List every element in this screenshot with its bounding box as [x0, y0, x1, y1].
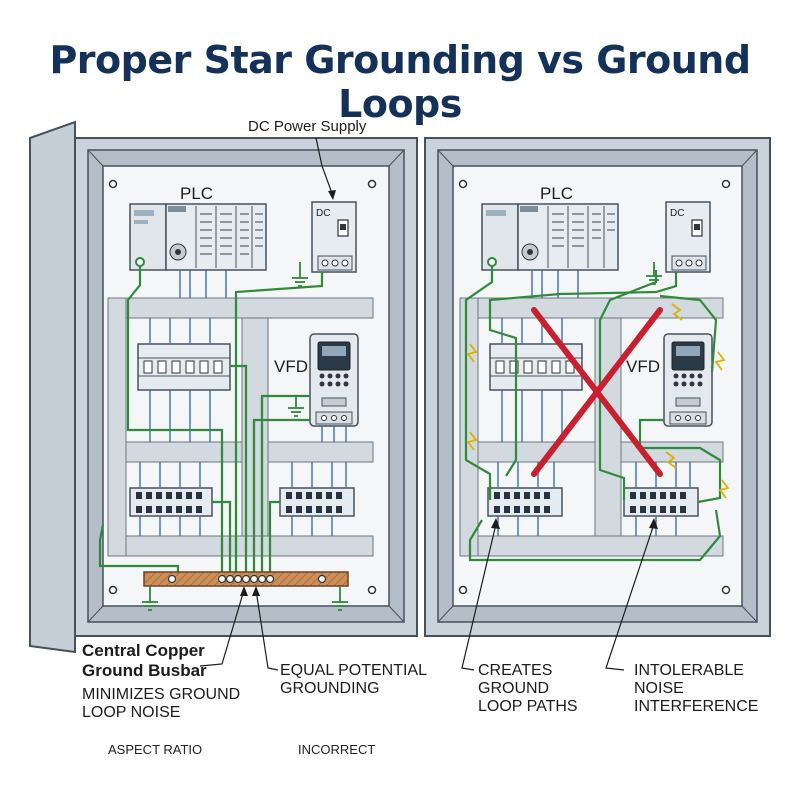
dc-label: DC	[670, 208, 684, 219]
dc-power-supply	[665, 201, 711, 273]
power-supply-label: DC Power Supply	[248, 118, 367, 135]
callout-leaders	[199, 589, 279, 671]
ground-wires-star	[98, 266, 324, 578]
terminal-block	[129, 487, 213, 517]
wire-duct	[124, 297, 374, 319]
callout-leaders	[461, 523, 655, 671]
wire-duct	[124, 535, 374, 557]
ground-symbol	[288, 396, 304, 417]
ground-wires-loops	[464, 266, 722, 562]
cabinet-door	[29, 120, 76, 654]
power-supply-leader	[315, 137, 334, 197]
page-title: Proper Star Grounding vs Ground Loops	[49, 38, 751, 126]
noise-callout-line1: INTOLERABLE	[634, 662, 744, 679]
vfd-label: VFD	[626, 357, 660, 376]
dc-label: DC	[316, 208, 330, 219]
minimizes-callout-line2: LOOP NOISE	[82, 704, 181, 721]
wire-duct	[477, 297, 724, 319]
busbar-callout-line2: Ground Busbar	[82, 661, 207, 680]
footer-incorrect: INCORRECT	[298, 742, 376, 757]
plc-label: PLC	[180, 184, 213, 203]
creates-callout-line1: CREATES	[478, 662, 553, 679]
footer-aspect-ratio: ASPECT RATIO	[108, 742, 203, 757]
ground-symbol	[332, 586, 348, 611]
terminal-block	[487, 487, 563, 517]
left-cabinet: PLC DC DC Power Supply	[29, 118, 418, 671]
wire-duct	[459, 297, 479, 557]
noise-callout-line3: INTERFERENCE	[634, 698, 759, 715]
ground-symbol	[292, 262, 308, 287]
signal-wires	[139, 270, 347, 536]
ground-symbol	[142, 586, 158, 611]
vfd-label: VFD	[274, 357, 308, 376]
plc-label: PLC	[540, 184, 573, 203]
vfd-drive	[309, 333, 359, 427]
busbar-callout-line1: Central Copper	[82, 641, 205, 660]
minimizes-callout-line1: MINIMIZES GROUND	[82, 686, 241, 703]
plc-module	[481, 203, 619, 271]
dc-power-supply	[311, 201, 357, 273]
plc-module	[129, 203, 267, 271]
equal-callout-line2: GROUNDING	[280, 680, 380, 697]
creates-callout-line2: GROUND	[478, 680, 550, 697]
wire-duct	[477, 535, 724, 557]
equal-callout-line1: EQUAL POTENTIAL	[280, 662, 427, 679]
wire-duct	[107, 297, 127, 557]
right-cabinet: PLC DC	[424, 137, 771, 671]
creates-callout-line3: LOOP PATHS	[478, 698, 578, 715]
incorrect-cross-icon	[531, 307, 663, 477]
terminal-block	[623, 487, 699, 517]
noise-icon	[466, 303, 730, 499]
noise-callout-line2: NOISE	[634, 680, 684, 697]
vfd-drive	[663, 333, 713, 427]
copper-ground-busbar	[143, 571, 349, 587]
relay-block	[137, 343, 231, 391]
terminal-block	[279, 487, 355, 517]
